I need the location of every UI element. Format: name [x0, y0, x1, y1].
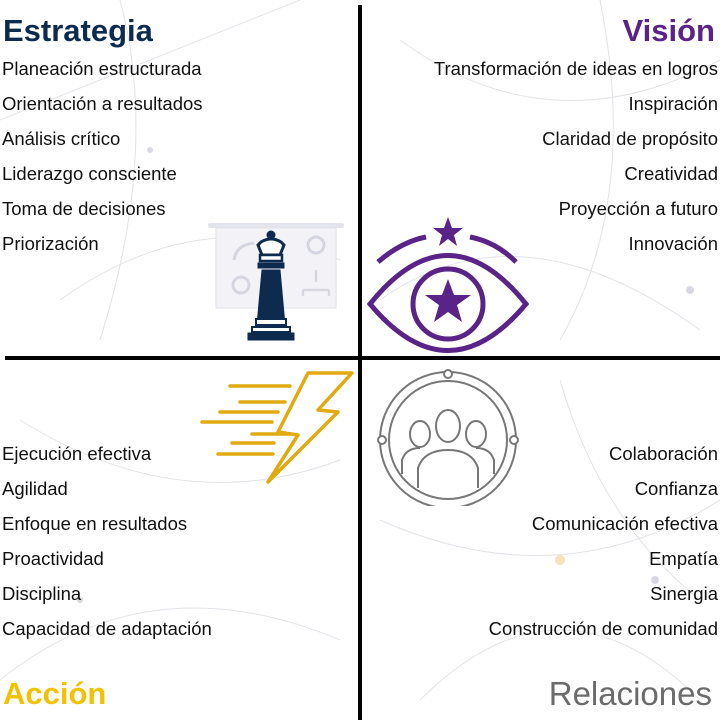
list-item: Confianza [634, 478, 718, 499]
list-item: Liderazgo consciente [2, 163, 177, 184]
list-item: Colaboración [608, 443, 718, 464]
list-item: Priorización [2, 233, 99, 254]
list-item: Empatía [649, 548, 718, 569]
list-item: Innovación [628, 233, 718, 254]
list-item: Proyección a futuro [558, 198, 718, 219]
list-item: Orientación a resultados [2, 93, 203, 114]
list-item: Construcción de comunidad [488, 618, 718, 639]
list-item: Claridad de propósito [542, 128, 718, 149]
action-title: Acción [3, 676, 107, 711]
relations-title: Relaciones [548, 675, 712, 712]
list-item: Ejecución efectiva [2, 443, 152, 464]
strategy-list: Planeación estructurada Orientación a re… [2, 51, 203, 261]
list-item: Creatividad [624, 163, 718, 184]
list-item: Transformación de ideas en logros [433, 58, 718, 79]
list-item: Toma de decisiones [2, 198, 166, 219]
team-people-icon [377, 369, 519, 506]
relations-list: Colaboración Confianza Comunicación efec… [489, 436, 718, 646]
horizontal-divider [5, 356, 720, 360]
list-item: Sinergia [650, 583, 718, 604]
list-item: Comunicación efectiva [531, 513, 718, 534]
action-list: Ejecución efectiva Agilidad Enfoque en r… [2, 436, 212, 646]
lightning-bolt-icon [200, 371, 354, 484]
vertical-divider [358, 5, 362, 720]
list-item: Capacidad de adaptación [2, 618, 212, 639]
list-item: Planeación estructurada [2, 58, 202, 79]
eye-star-icon [366, 217, 530, 353]
list-item: Enfoque en resultados [2, 513, 188, 534]
vision-title: Visión [622, 13, 715, 48]
list-item: Inspiración [628, 93, 718, 114]
list-item: Disciplina [2, 583, 82, 604]
list-item: Agilidad [2, 478, 68, 499]
list-item: Análisis crítico [2, 128, 121, 149]
list-item: Proactividad [2, 548, 104, 569]
chess-queen-icon [208, 223, 344, 341]
strategy-title: Estrategia [3, 13, 153, 48]
vision-list: Transformación de ideas en logros Inspir… [434, 51, 718, 261]
